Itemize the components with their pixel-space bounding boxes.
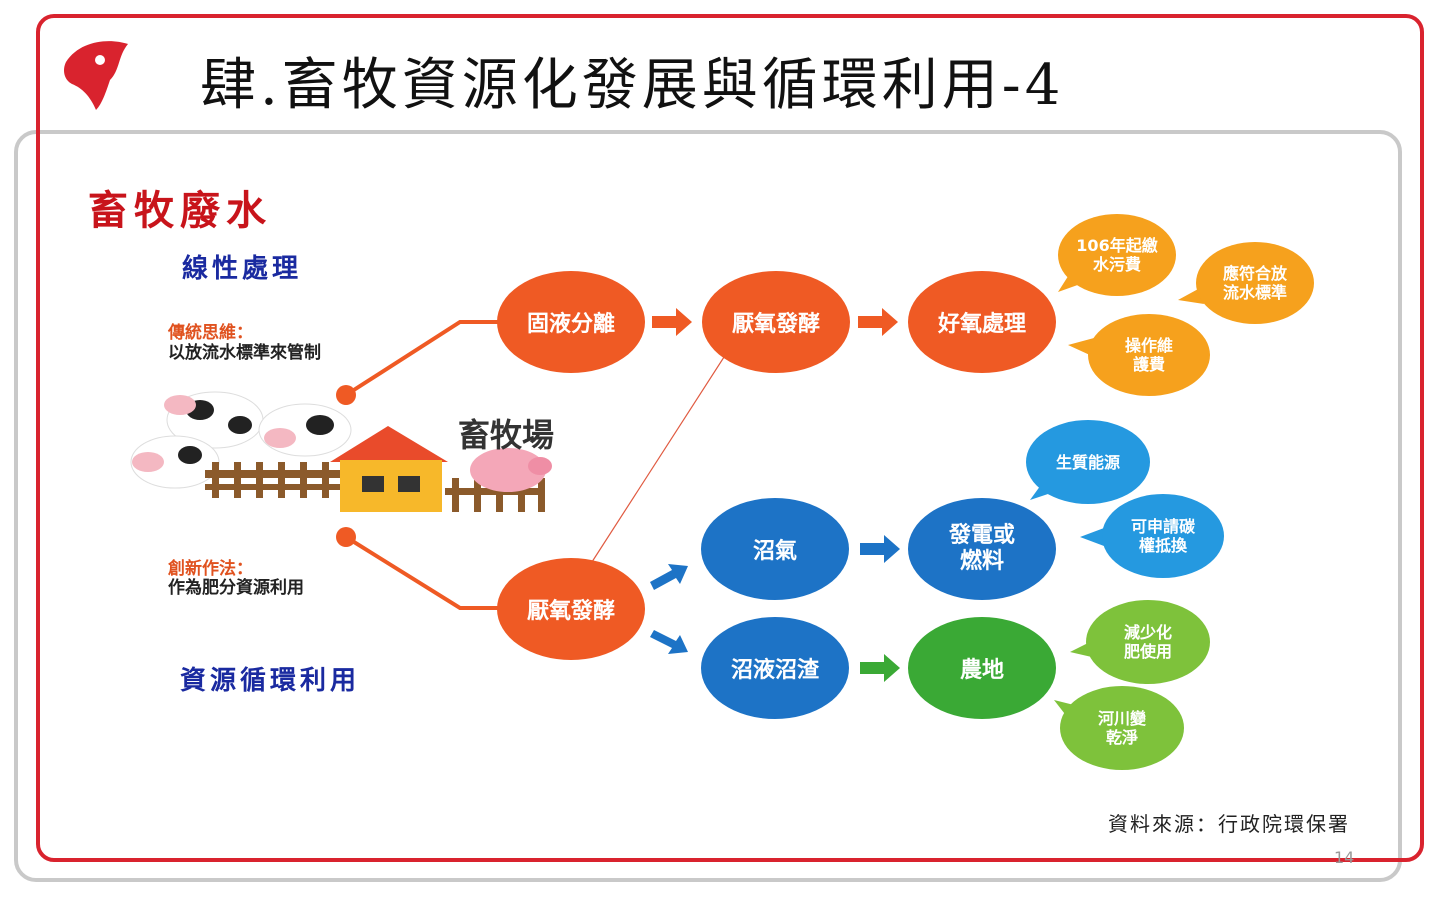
aerobic-treatment-node: 好氧處理 xyxy=(908,271,1056,373)
connector-bottom xyxy=(344,535,498,610)
traditional-label: 傳統思維： xyxy=(168,323,253,343)
source-note: 資料來源：行政院環保署 xyxy=(1108,812,1350,836)
bubble-discharge-standard: 應符合放 流水標準 xyxy=(1196,242,1314,324)
arrow-down-right-icon xyxy=(650,630,688,654)
farm-illustration xyxy=(130,391,552,512)
bubble-less-fertilizer: 減少化 肥使用 xyxy=(1086,600,1210,684)
page-number: 14 xyxy=(1334,848,1355,867)
bubble-tail xyxy=(1080,528,1104,546)
content-frame xyxy=(14,130,1402,882)
farm-label: 畜牧場 xyxy=(458,416,555,454)
resource-heading: 資源循環利用 xyxy=(180,666,361,696)
traditional-desc: 以放流水標準來管制 xyxy=(168,343,321,363)
connector-dot-top xyxy=(336,385,356,405)
innovative-desc: 作為肥分資源利用 xyxy=(168,578,304,598)
bubble-carbon-credit: 可申請碳 權抵換 xyxy=(1102,494,1224,578)
innovative-label: 創新作法： xyxy=(168,559,253,579)
solid-liquid-separation-node: 固液分離 xyxy=(497,271,645,373)
bubble-biomass-energy: 生質能源 xyxy=(1026,420,1150,504)
digestate-node: 沼液沼渣 xyxy=(701,617,849,719)
anaerobic-digestion-node: 厭氧發酵 xyxy=(702,271,850,373)
linear-heading: 線性處理 xyxy=(182,254,303,284)
rooster-logo-icon xyxy=(64,41,128,110)
link-line xyxy=(589,339,736,566)
page-title: 肆.畜牧資源化發展與循環利用-4 xyxy=(200,53,1065,118)
arrow-right-icon xyxy=(860,535,900,563)
farmland-node: 農地 xyxy=(908,617,1056,719)
bubble-tail xyxy=(1068,338,1094,356)
anaerobic-digestion-node-bottom: 厭氧發酵 xyxy=(497,558,645,660)
biogas-node: 沼氣 xyxy=(701,498,849,600)
arrow-right-icon xyxy=(652,308,692,336)
bubble-water-fee: 106年起繳 水污費 xyxy=(1058,214,1176,296)
arrow-right-icon xyxy=(860,654,900,682)
arrow-right-icon xyxy=(858,308,898,336)
bubble-maintenance-fee: 操作維 護費 xyxy=(1088,314,1210,396)
connector-top xyxy=(344,320,498,397)
connector-dot-bottom xyxy=(336,527,356,547)
slide-frame xyxy=(36,14,1424,862)
arrow-up-right-icon xyxy=(650,564,688,590)
bubble-clean-river: 河川變 乾淨 xyxy=(1060,686,1184,770)
section-title: 畜牧廢水 xyxy=(88,187,272,234)
power-fuel-node: 發電或 燃料 xyxy=(908,498,1056,600)
